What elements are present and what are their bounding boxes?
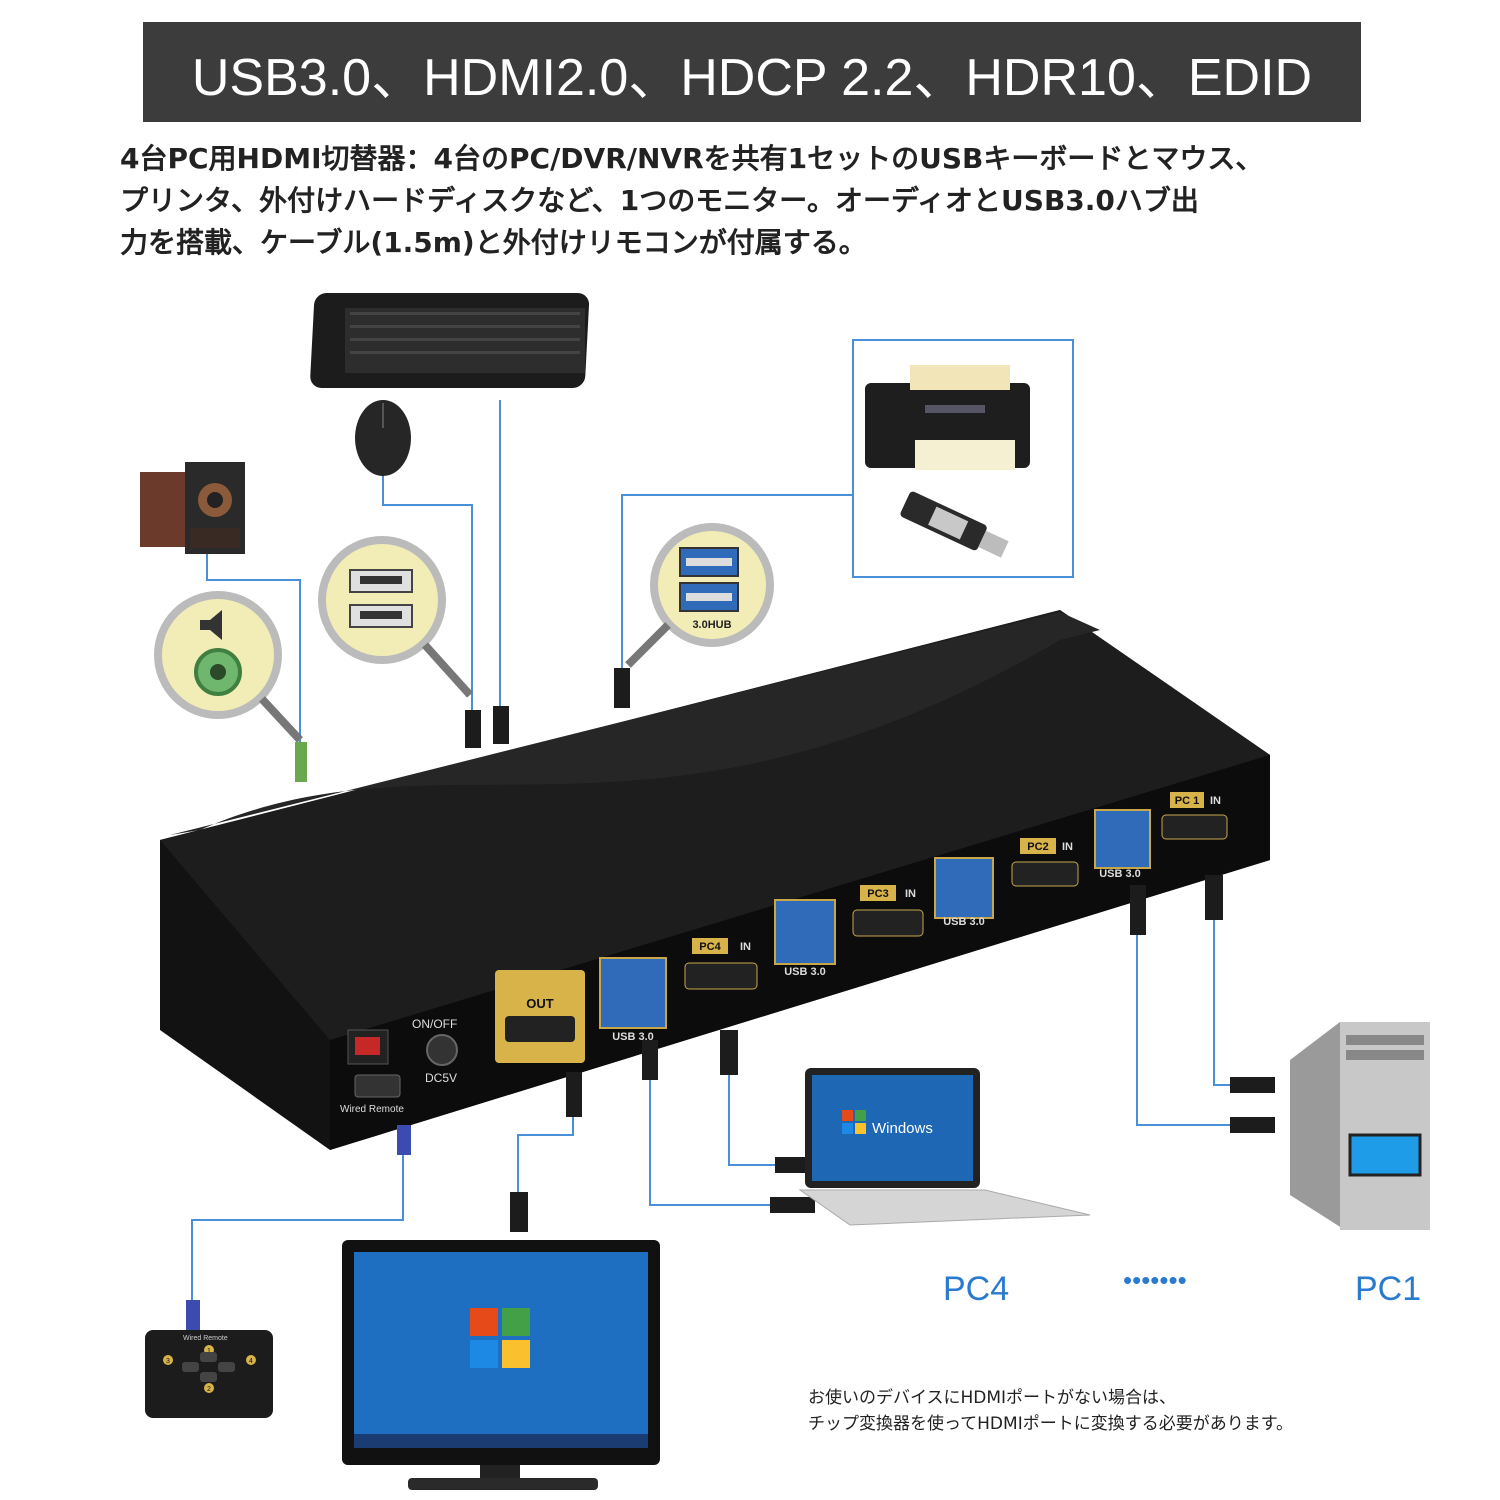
wired-remote-label: Wired Remote: [340, 1104, 404, 1115]
hdmi-plug-monitor: [510, 1192, 528, 1232]
svg-text:IN: IN: [740, 941, 751, 953]
note-line-1: お使いのデバイスにHDMIポートがない場合は、: [808, 1388, 1177, 1408]
pc-tower-icon: [1290, 1022, 1430, 1230]
usb3-port-pc1: [1094, 809, 1151, 869]
banner-title: USB3.0、HDMI2.0、HDCP 2.2、HDR10、EDID: [191, 48, 1313, 107]
wired-remote-device: Wired Remote 1 2 3 4: [145, 1330, 273, 1418]
svg-text:4: 4: [249, 1358, 253, 1365]
hub-label: 3.0HUB: [692, 619, 731, 631]
laptop-icon: Windows: [798, 1068, 1091, 1226]
dots-separator: •••••••: [1123, 1265, 1187, 1295]
hdmi-in-port-pc3: [852, 909, 924, 937]
wired-remote-port: [354, 1074, 401, 1098]
mouse-icon: [355, 400, 411, 476]
pc1-label: PC1: [1355, 1270, 1422, 1308]
port-group-pc3: USB 3.0 PC3 IN: [774, 885, 924, 978]
hdmi-out-port: [505, 1016, 575, 1042]
usb3-port-pc3: [774, 899, 836, 965]
usb-plug-pc4: [642, 1040, 658, 1080]
note: お使いのデバイスにHDMIポートがない場合は、 チップ変換器を使ってHDMIポー…: [808, 1385, 1408, 1437]
svg-text:PC3: PC3: [867, 888, 888, 900]
svg-text:2: 2: [207, 1386, 211, 1393]
usb-drive-icon: [900, 491, 1009, 558]
description-line-1: 4台PC用HDMI切替器：4台のPC/DVR/NVRを共有1セットのUSBキーボ…: [120, 142, 1264, 175]
out-label: OUT: [526, 996, 554, 1011]
speakers-icon: [140, 462, 245, 554]
remote-plug: [397, 1125, 411, 1155]
printer-box: [852, 339, 1074, 578]
tower-display: [1348, 1133, 1422, 1177]
svg-text:USB 3.0: USB 3.0: [1099, 868, 1141, 880]
usb3-port-pc4: [599, 957, 667, 1029]
dc-jack: [426, 1034, 458, 1066]
svg-text:1: 1: [207, 1348, 211, 1355]
port-group-pc1: USB 3.0 PC 1 IN: [1094, 792, 1228, 880]
usb-plug-mouse: [465, 710, 481, 748]
description: 4台PC用HDMI切替器：4台のPC/DVR/NVRを共有1セットのUSBキーボ…: [120, 138, 1410, 264]
usb-hub-magnifier: 3.0HUB: [625, 523, 774, 668]
audio-port-magnifier: [154, 591, 303, 743]
svg-text:IN: IN: [905, 888, 916, 900]
keyboard-icon: [310, 293, 590, 388]
hdmi-in-port-pc4: [684, 962, 758, 990]
hdmi-in-port-pc1: [1161, 814, 1228, 840]
description-line-2: プリンタ、外付けハードディスクなど、1つのモニター。オーディオとUSB3.0ハブ…: [120, 184, 1199, 217]
svg-text:PC4: PC4: [699, 941, 721, 953]
usb-plug-keyboard: [493, 706, 509, 744]
speaker-volume-icon: [200, 610, 222, 640]
dc-label: DC5V: [425, 1071, 457, 1085]
svg-text:PC2: PC2: [1027, 841, 1048, 853]
title-banner: USB3.0、HDMI2.0、HDCP 2.2、HDR10、EDID: [143, 22, 1361, 122]
svg-text:USB 3.0: USB 3.0: [784, 966, 826, 978]
hdmi-plug-out: [566, 1072, 582, 1117]
audio-plug: [295, 742, 307, 782]
svg-text:IN: IN: [1210, 795, 1221, 807]
monitor-icon: [342, 1240, 660, 1490]
usb-plug-hub: [614, 668, 630, 708]
description-line-3: 力を搭載、ケーブル(1.5m)と外付けリモコンが付属する。: [120, 226, 867, 259]
usb-port-magnifier: [318, 536, 473, 698]
note-line-2: チップ変換器を使ってHDMIポートに変換する必要があります。: [808, 1414, 1294, 1434]
kvm-switch: OUT USB 3.0 PC4 IN USB 3.0 PC3 IN USB 3.…: [160, 610, 1270, 1150]
port-group-pc2: USB 3.0 PC2 IN: [934, 838, 1079, 928]
hdmi-plug-tower: [1230, 1077, 1275, 1093]
usb3-port-pc2: [934, 857, 994, 919]
remote-cable-plug: [186, 1300, 200, 1330]
usb-plug-tower: [1230, 1117, 1275, 1133]
usb-plug-pc1: [1130, 885, 1146, 935]
printer-icon: [865, 365, 1030, 470]
svg-text:3: 3: [166, 1358, 170, 1365]
port-group-pc4: USB 3.0 PC4 IN: [599, 938, 758, 1043]
hdmi-plug-pc1: [1205, 875, 1223, 920]
usb-plug-laptop: [770, 1197, 815, 1213]
svg-text:Wired Remote: Wired Remote: [183, 1335, 228, 1342]
svg-text:PC 1: PC 1: [1175, 795, 1199, 807]
windows-logo: [470, 1308, 530, 1368]
pc4-label: PC4: [943, 1270, 1010, 1308]
laptop-os-label: Windows: [872, 1120, 933, 1137]
svg-text:USB 3.0: USB 3.0: [943, 916, 985, 928]
svg-text:IN: IN: [1062, 841, 1073, 853]
hdmi-plug-pc4: [720, 1030, 738, 1075]
on-off-label: ON/OFF: [412, 1017, 457, 1031]
hdmi-in-port-pc2: [1011, 861, 1079, 887]
